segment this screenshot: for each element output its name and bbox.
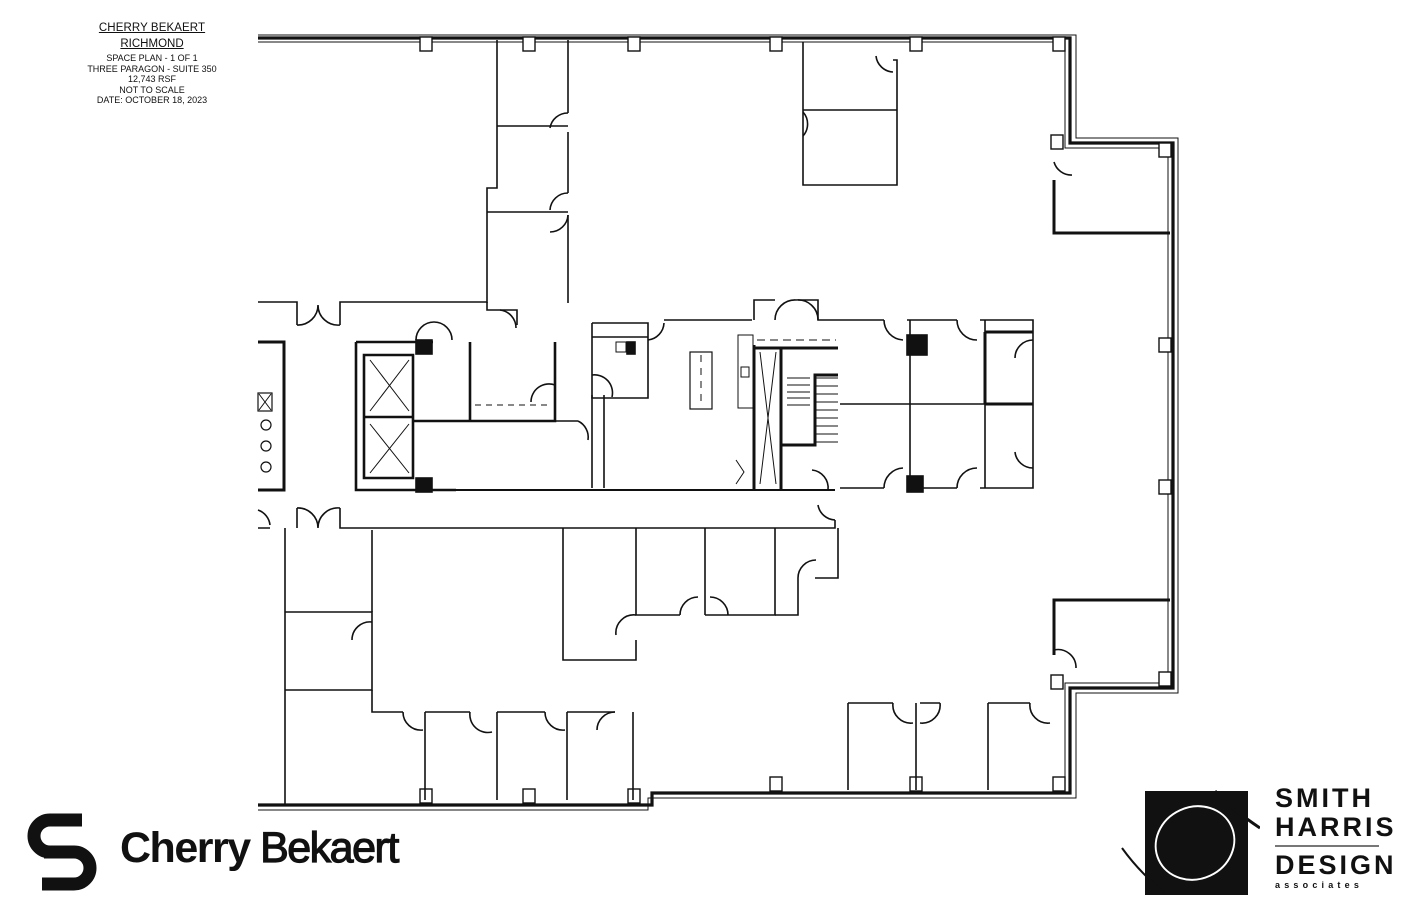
wordmark-harris: HARRIS [1275,812,1397,842]
wordmark-design: DESIGN [1275,850,1397,880]
break-room [591,319,754,488]
wordmark-associates: associates [1275,880,1364,890]
wordmark-cherry: Cherry [120,824,251,872]
logo-divider [1275,845,1379,847]
office-south-mid [562,528,839,661]
office-ne [1052,180,1170,235]
client-name: CHERRY BEKAERT [98,22,206,34]
exterior-wall [258,36,1175,807]
wordmark-smith: SMITH [1275,783,1374,813]
area-label: 12,743 RSF [127,74,177,85]
office-top-right [802,42,898,186]
sheet-label: SPACE PLAN - 1 OF 1 [106,53,198,64]
left-core [258,340,286,492]
stair-treads [787,377,838,443]
stair-core [752,345,838,490]
exterior-wall-inner [258,34,1179,811]
office-top-left [486,40,569,303]
cherry-bekaert-logo-icon [27,813,97,891]
office-name: RICHMOND [120,38,184,51]
smith-harris-design-wordmark: SMITH HARRIS DESIGN associates [1275,783,1397,890]
office-southwest [284,528,634,805]
column-icons [419,36,1172,804]
shaft-block [415,477,433,493]
elevator-core [354,340,557,492]
title-block: CHERRY BEKAERT RICHMOND SPACE PLAN - 1 O… [62,22,242,106]
office-se [1052,598,1170,655]
scale-label: NOT TO SCALE [119,84,185,95]
wordmark-bekaert: Bekaert [259,823,399,872]
date-label: DATE: OCTOBER 18, 2023 [96,95,208,106]
shaft-block [415,339,433,355]
elevator-x-marks [369,359,410,474]
office-southeast [847,702,1051,790]
cherry-bekaert-wordmark: Cherry Bekaert [120,823,400,873]
building-label: THREE PARAGON - SUITE 350 [87,63,217,74]
smith-harris-design-mark-icon [1121,790,1260,895]
